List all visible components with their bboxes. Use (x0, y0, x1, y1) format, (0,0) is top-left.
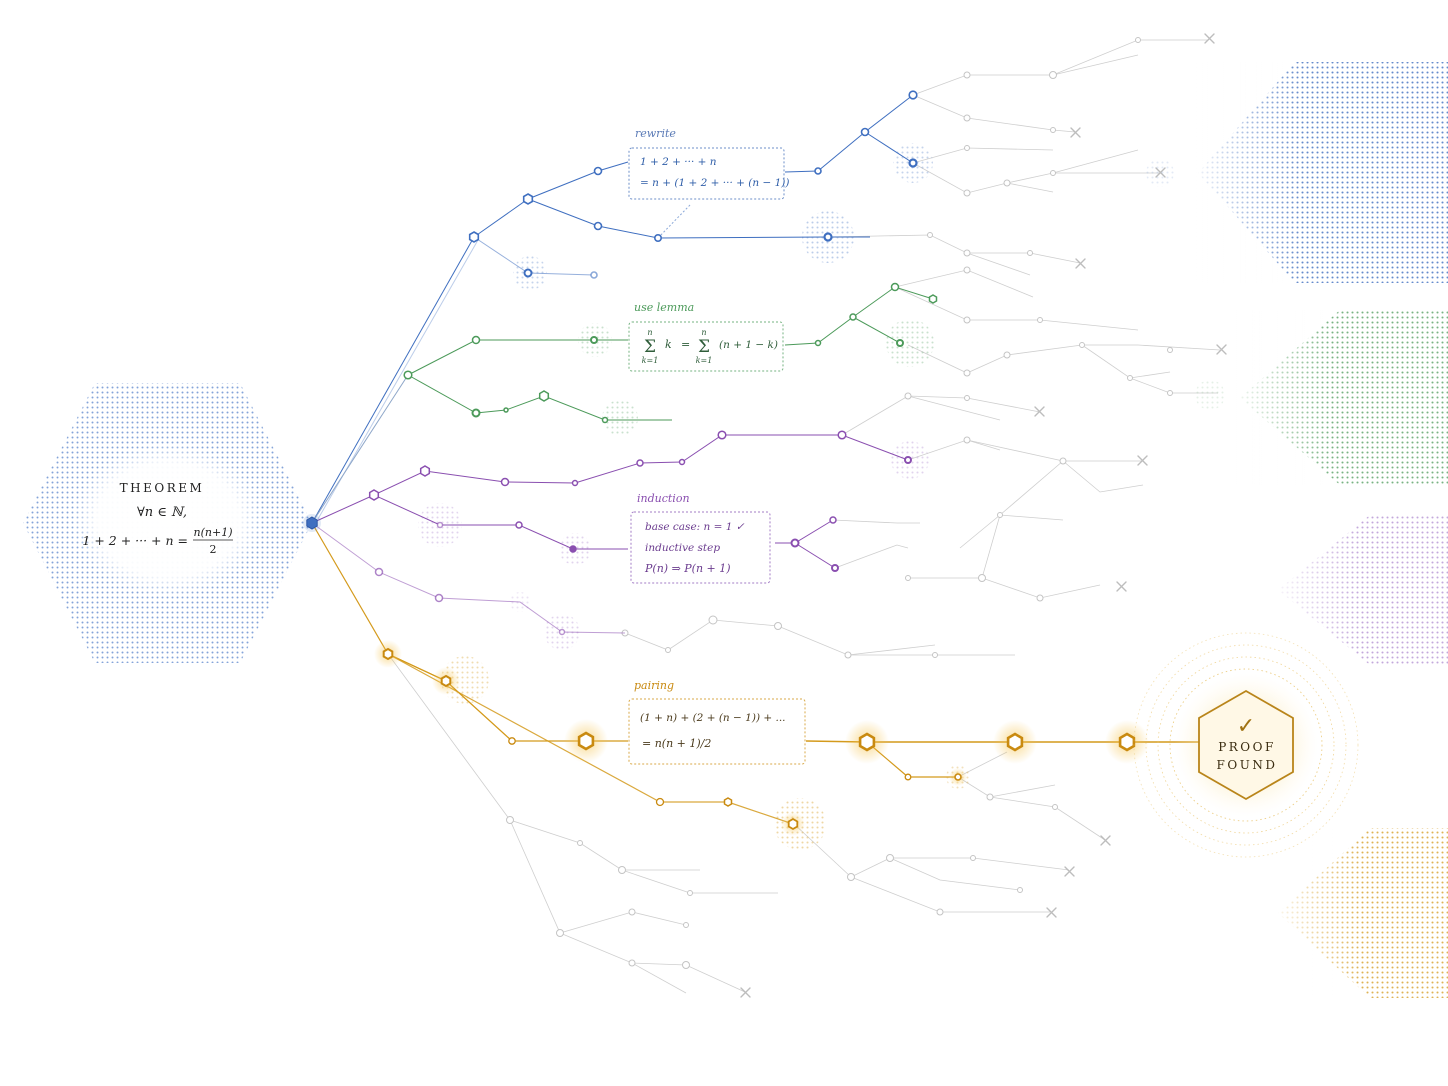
induction-line2: inductive step (645, 542, 720, 554)
pairing-line1: (1 + n) + (2 + (n − 1)) + ... (640, 712, 786, 724)
proof-found-line1: PROOF (1218, 740, 1276, 754)
lemma-box: use lemma n Σ k=1 k = n Σ k=1 (n + 1 − k… (628, 301, 784, 372)
hex-node (368, 489, 380, 501)
hex-node (419, 465, 431, 477)
purple-hex-fragment (1275, 515, 1448, 665)
faded-exploration-edges (387, 39, 1221, 994)
induction-label: induction (637, 492, 690, 505)
x-icon (1100, 835, 1111, 846)
rewrite-box: rewrite 1 + 2 + ··· + n = n + (1 + 2 + ·… (628, 127, 789, 200)
x-icon (1046, 907, 1057, 918)
lemma-rhs-top: n (701, 328, 706, 337)
induction-nodes (368, 430, 912, 636)
exploration-halos (418, 143, 1225, 850)
hex-node (538, 390, 550, 402)
hex-node (382, 647, 394, 661)
rewrite-line2: = n + (1 + 2 + ··· + (n − 1)) (640, 177, 789, 189)
faded-exploration-nodes (506, 37, 1173, 969)
x-icon (1034, 406, 1045, 417)
proof-found-line2: FOUND (1217, 758, 1278, 772)
theorem-lhs: 1 + 2 + ··· + n = (82, 533, 188, 548)
hex-node (306, 516, 318, 530)
root-node (303, 514, 321, 532)
x-icon (1064, 866, 1075, 877)
induction-line1: base case: n = 1 ✓ (645, 521, 745, 533)
lemma-lhs-top: n (647, 328, 652, 337)
lemma-eq: = (681, 338, 690, 351)
rewrite-label: rewrite (635, 127, 676, 140)
rewrite-branch (311, 94, 914, 524)
lemma-lhs-body: k (665, 338, 672, 351)
theorem-quantifier: ∀n ∈ ℕ, (137, 505, 187, 520)
hex-node (440, 674, 452, 688)
rewrite-nodes (468, 90, 918, 279)
theorem-frac-den: 2 (210, 543, 217, 556)
lemma-rhs-sum: Σ (698, 337, 710, 357)
x-icon (1204, 33, 1215, 44)
induction-line3: P(n) ⇒ P(n + 1) (644, 562, 731, 575)
pairing-label: pairing (634, 679, 674, 692)
hex-node (723, 797, 733, 807)
hex-node (577, 731, 595, 751)
pairing-box: pairing (1 + n) + (2 + (n − 1)) + ... = … (628, 679, 806, 765)
rewrite-line1: 1 + 2 + ··· + n (640, 156, 717, 168)
hex-node (522, 193, 534, 205)
x-icon (1137, 455, 1148, 466)
dead-end-markers (740, 33, 1227, 998)
x-icon (740, 987, 751, 998)
hex-node (1118, 732, 1136, 752)
induction-box: induction base case: n = 1 ✓ inductive s… (630, 492, 771, 584)
induction-branch (311, 434, 909, 634)
hex-node (858, 732, 876, 752)
proof-found-node: ✓ PROOF FOUND (1133, 632, 1359, 858)
theorem-frac-num: n(n+1) (194, 526, 233, 539)
lemma-lhs-bottom: k=1 (642, 356, 659, 365)
pairing-nodes (382, 647, 1136, 831)
green-hex-fragment (1236, 310, 1448, 485)
lemma-label: use lemma (634, 301, 694, 314)
x-icon (1075, 258, 1086, 269)
x-icon (1116, 581, 1127, 592)
lemma-rhs-body: (n + 1 − k) (719, 339, 778, 351)
x-icon (1216, 344, 1227, 355)
theorem-heading: THEOREM (120, 481, 205, 495)
hex-node (928, 294, 938, 304)
lemma-rhs-bottom: k=1 (696, 356, 713, 365)
hex-node (787, 817, 799, 831)
gold-hex-fragment (1275, 828, 1448, 998)
hex-node (1006, 732, 1024, 752)
check-icon: ✓ (1237, 714, 1255, 739)
blue-hex-fragment (1195, 62, 1448, 283)
hex-node (468, 231, 480, 243)
x-icon (1070, 127, 1081, 138)
pairing-line2: = n(n + 1)/2 (642, 737, 711, 750)
lemma-nodes (403, 282, 938, 424)
lemma-lhs-sum: Σ (644, 337, 656, 357)
theorem-node: THEOREM ∀n ∈ ℕ, 1 + 2 + ··· + n = n(n+1)… (23, 383, 312, 663)
